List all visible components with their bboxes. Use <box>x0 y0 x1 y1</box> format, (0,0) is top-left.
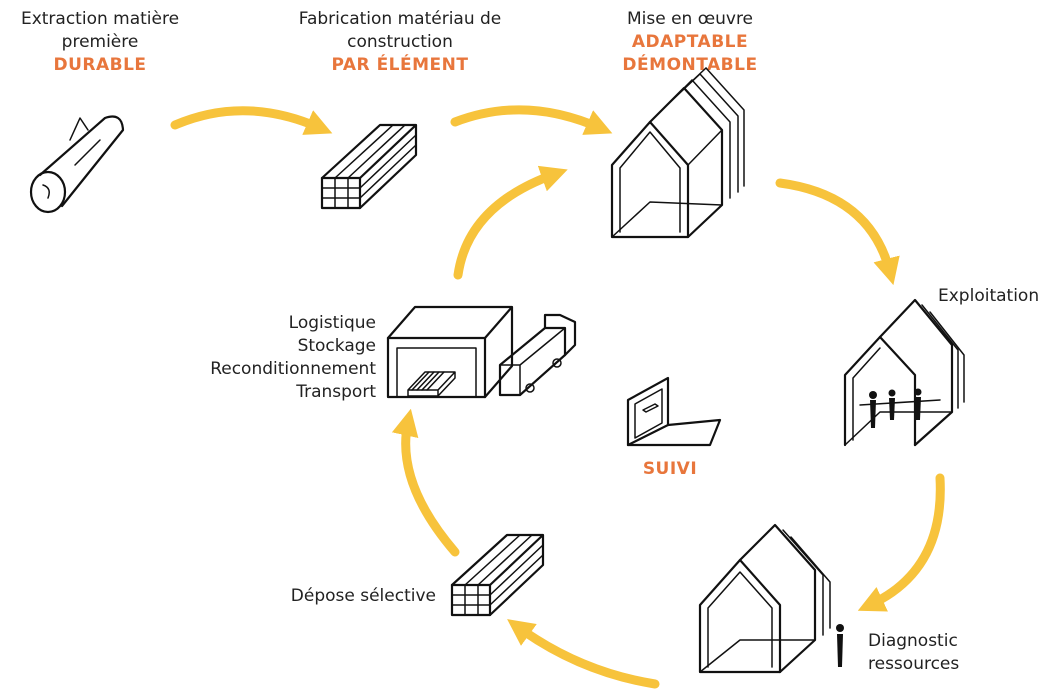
extraction-line2: première <box>61 32 139 52</box>
arrow-mise-to-exploitation <box>775 178 900 286</box>
label-exploitation: Exploitation <box>938 286 1040 306</box>
logistique-line4: Transport <box>296 382 376 402</box>
arrow-fabrication-to-mise <box>450 105 613 135</box>
label-extraction: Extraction matière première DURABLE <box>0 8 200 77</box>
label-fabrication: Fabrication matériau de construction PAR… <box>275 8 525 77</box>
mise-en-oeuvre-accent2: DÉMONTABLE <box>622 55 758 75</box>
diagnostic-line1: Diagnostic <box>868 631 958 651</box>
warehouse-truck-icon <box>386 305 577 399</box>
lumber-stack-icon <box>320 123 418 210</box>
label-depose: Dépose sélective <box>290 586 436 606</box>
fabrication-line1: Fabrication matériau de <box>298 9 502 29</box>
label-mise-en-oeuvre: Mise en œuvre ADAPTABLE DÉMONTABLE <box>590 8 790 77</box>
extraction-accent: DURABLE <box>53 55 147 75</box>
people-icon <box>869 388 922 428</box>
arrow-logistique-to-mise <box>453 165 568 280</box>
occupied-house-icon <box>843 298 965 447</box>
lumber-stack-bottom-icon <box>450 533 545 617</box>
laptop-icon <box>626 376 722 447</box>
fabrication-line2: construction <box>347 32 453 52</box>
label-logistique: Logistique Stockage Reconditionnement Tr… <box>160 312 376 404</box>
mise-en-oeuvre-line1: Mise en œuvre <box>626 9 754 29</box>
extraction-line1: Extraction matière <box>20 9 180 29</box>
person-icon <box>836 624 844 667</box>
arrow-extraction-to-fabrication <box>170 106 333 135</box>
logistique-line3: Reconditionnement <box>210 359 376 379</box>
diagnostic-line2: ressources <box>868 654 960 674</box>
log-icon <box>29 115 125 214</box>
label-diagnostic: Diagnostic ressources <box>868 630 959 676</box>
logistique-line2: Stockage <box>297 336 376 356</box>
label-suivi: SUIVI <box>610 458 730 481</box>
cycle-arrows <box>170 105 945 689</box>
suivi-accent: SUIVI <box>642 459 698 479</box>
house-diagnostic-icon <box>698 523 844 674</box>
fabrication-accent: PAR ÉLÉMENT <box>331 55 469 75</box>
arrow-exploitation-to-diagnostic <box>857 473 945 612</box>
mise-en-oeuvre-accent1: ADAPTABLE <box>631 32 749 52</box>
house-frame-icon <box>610 67 745 239</box>
arrow-diagnostic-to-depose <box>507 619 660 689</box>
arrow-depose-to-logistique <box>391 408 460 557</box>
logistique-line1: Logistique <box>288 313 376 333</box>
